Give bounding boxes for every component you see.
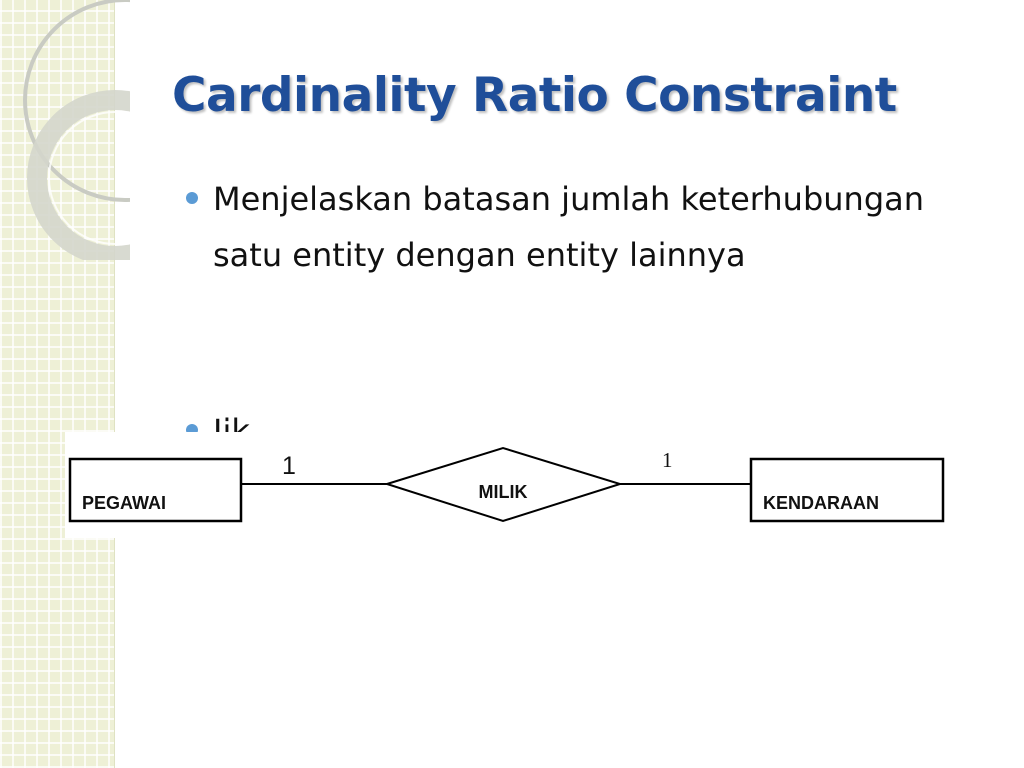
- relationship-label: MILIK: [479, 482, 528, 502]
- left-cardinality-label: 1: [282, 452, 296, 480]
- entity-label-kendaraan: KENDARAAN: [763, 493, 879, 513]
- bullet-dot-icon: [186, 192, 198, 204]
- slide-title: Cardinality Ratio Constraint: [172, 68, 897, 123]
- entity-label-pegawai: PEGAWAI: [82, 493, 166, 513]
- er-diagram: PEGAWAI MILIK KENDARAAN 1 1: [65, 432, 955, 538]
- decorative-rings: [23, 0, 130, 260]
- entity-box-pegawai: [68, 457, 243, 523]
- bullet-item: Menjelaskan batasan jumlah keterhubungan…: [186, 171, 946, 283]
- entity-box-kendaraan: [749, 457, 945, 523]
- right-cardinality-label: 1: [662, 448, 673, 472]
- relationship-diamond: [383, 446, 624, 523]
- bullet-text: Menjelaskan batasan jumlah keterhubungan…: [213, 180, 925, 274]
